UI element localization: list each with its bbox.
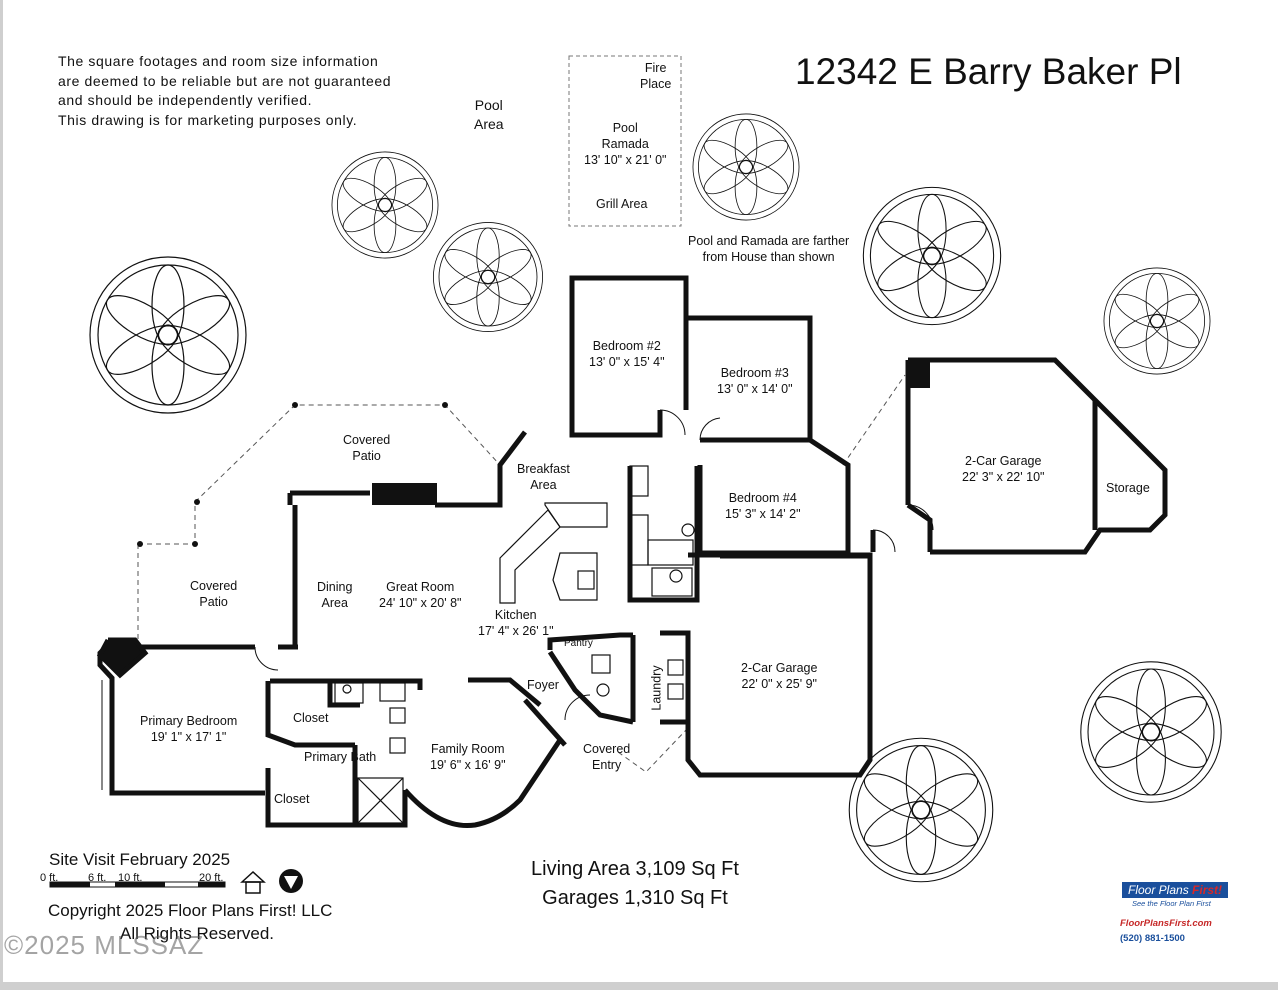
laundry-label: Laundry	[649, 665, 664, 711]
foyer-label: Foyer	[527, 678, 559, 692]
page-border	[0, 0, 3, 990]
tree-icon	[862, 186, 1002, 326]
storage-label: Storage	[1106, 481, 1150, 495]
scale-label: 6 ft.	[88, 872, 107, 884]
equal-housing-icon	[240, 870, 266, 894]
windows	[101, 510, 869, 796]
grill-area-label: Grill Area	[596, 197, 648, 211]
primary-bath-label: Primary Bath	[304, 750, 377, 764]
tree-icon	[848, 737, 994, 883]
garage-corner-block	[908, 360, 930, 388]
tree-icon	[432, 221, 544, 333]
scale-label: 10 ft.	[118, 872, 143, 884]
logo-phone: (520) 881-1500	[1120, 933, 1185, 944]
closet-2-label: Closet	[274, 792, 310, 806]
tree-icon	[692, 113, 800, 221]
scale-label: 0 ft.	[40, 872, 59, 884]
door-swings	[254, 409, 934, 721]
logo-name: Floor Plans First!	[1122, 882, 1229, 898]
logo-url: FloorPlansFirst.com	[1120, 918, 1212, 929]
floor-plans-first-logo: Floor Plans First! See the Floor Plan Fi…	[1112, 878, 1242, 948]
site-visit: Site Visit February 2025	[49, 850, 231, 869]
scale-bar	[49, 881, 226, 888]
bath-fixtures	[334, 523, 695, 824]
pool-ramada-outline	[568, 55, 682, 227]
page-bottom-edge	[0, 982, 1278, 990]
trees	[89, 113, 1222, 883]
watermark: ©2025 MLSSAZ	[4, 930, 205, 960]
tree-icon	[331, 151, 439, 259]
tree-icon	[1080, 661, 1222, 803]
logo-tagline: See the Floor Plan First	[1132, 899, 1211, 908]
walls	[96, 275, 1168, 829]
kitchen-cabinets	[499, 465, 694, 604]
patio-posts	[137, 402, 448, 547]
north-arrow-icon	[279, 869, 303, 893]
scale-label: 20 ft.	[199, 872, 224, 884]
tree-icon	[89, 256, 247, 414]
closet-1-label: Closet	[293, 711, 329, 725]
tree-icon	[1103, 267, 1211, 375]
property-address: 12342 E Barry Baker Pl	[795, 51, 1182, 92]
pantry-label: Pantry	[564, 638, 593, 649]
disclaimer: The square footages and room size inform…	[58, 53, 392, 128]
fireplace-icon	[372, 483, 437, 505]
